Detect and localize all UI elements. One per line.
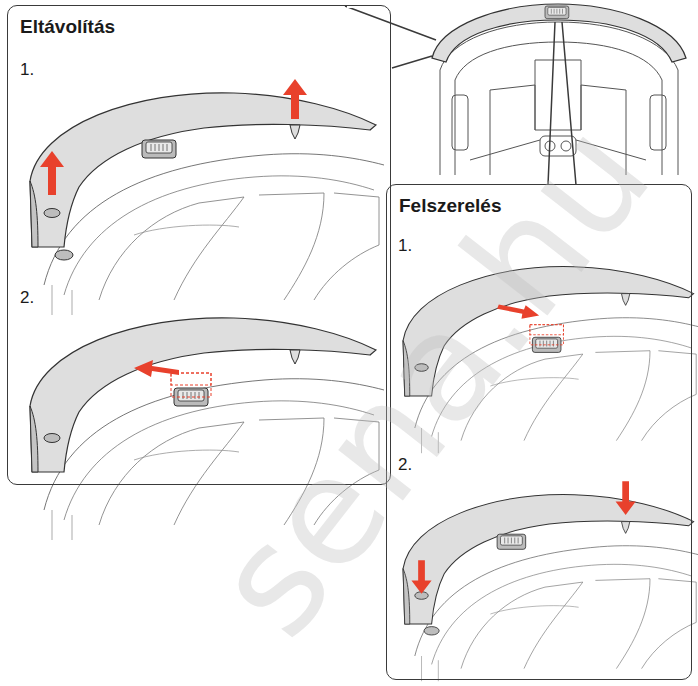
step-number: 2. [20, 288, 34, 308]
panel-heading: Eltávolítás [20, 16, 115, 38]
step-number: 1. [20, 60, 34, 80]
step-number: 1. [398, 236, 412, 256]
